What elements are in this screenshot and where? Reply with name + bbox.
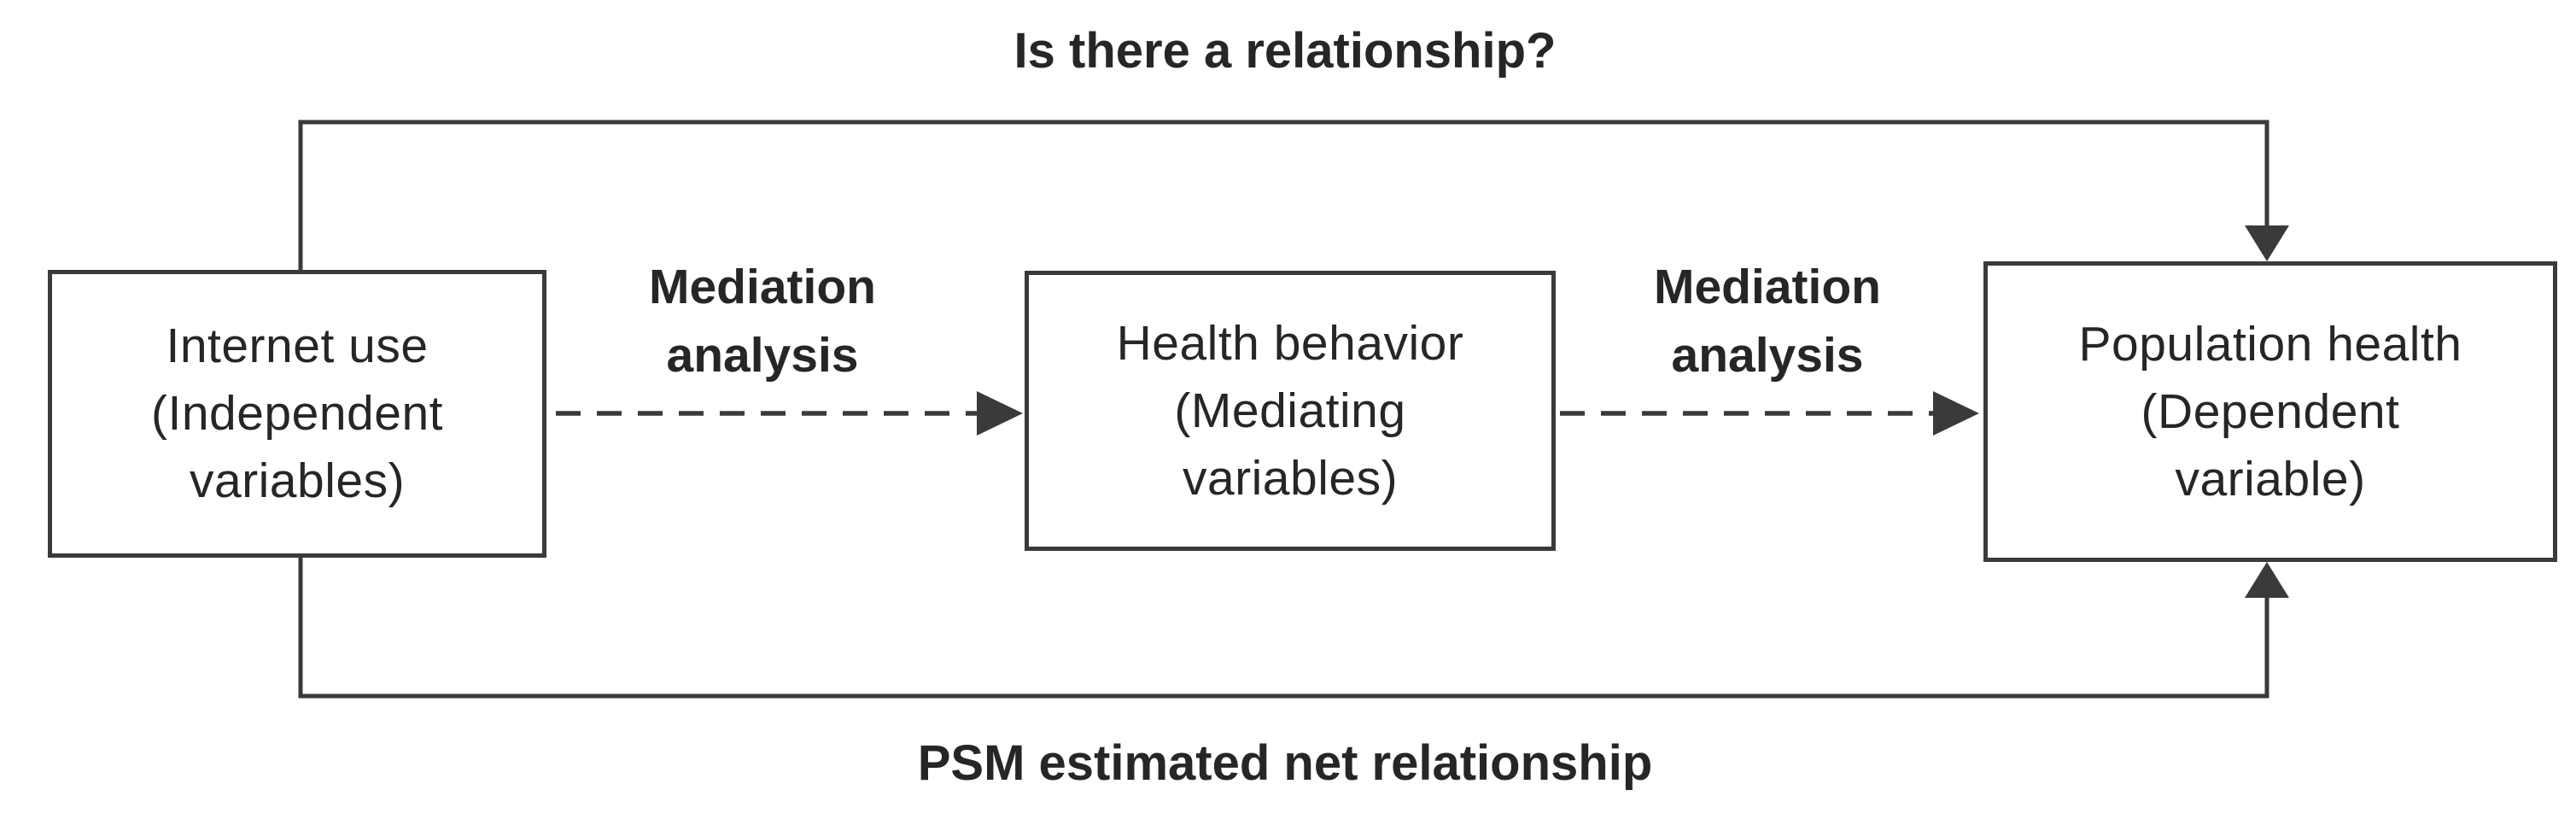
bottom-path (298, 558, 2269, 699)
box-mediating-variables: Health behavior (Mediating variables) (1025, 271, 1556, 551)
mediation-analysis-label-right: Mediation analysis (1545, 253, 1989, 389)
mediation-left-line-1: Mediation (649, 260, 876, 314)
right-arrowhead-icon (977, 391, 1023, 436)
box-independent-line-3: variables) (189, 453, 406, 508)
mediation-left-line-2: analysis (666, 328, 859, 383)
box-mediator-line-1: Health behavior (1116, 315, 1464, 371)
mediation-right-line-1: Mediation (1654, 260, 1881, 314)
bottom-path-label: PSM estimated net relationship (917, 735, 1653, 791)
mediation-right-line-2: analysis (1671, 328, 1864, 383)
box-dependent-line-2: (Dependent (2141, 383, 2400, 439)
box-mediator-line-2: (Mediating (1174, 383, 1406, 438)
top-path-line (298, 120, 2269, 270)
bottom-path-line (298, 558, 2269, 699)
right-arrowhead-icon (1933, 391, 1979, 436)
box-dependent-line-3: variable) (2175, 451, 2366, 506)
box-dependent-line-1: Population health (2078, 316, 2462, 372)
top-path-label: Is there a relationship? (1013, 23, 1557, 79)
top-path (298, 120, 2269, 270)
box-independent-line-2: (Independent (151, 386, 443, 441)
box-dependent-variable: Population health (Dependent variable) (1983, 261, 2557, 562)
box-independent-line-1: Internet use (166, 319, 429, 373)
down-arrowhead-icon (2245, 225, 2289, 261)
box-independent-variables: Internet use (Independent variables) (48, 270, 546, 558)
up-arrowhead-icon (2245, 562, 2289, 598)
box-mediator-line-3: variables) (1182, 450, 1399, 506)
mediation-analysis-label-left: Mediation analysis (540, 253, 984, 389)
